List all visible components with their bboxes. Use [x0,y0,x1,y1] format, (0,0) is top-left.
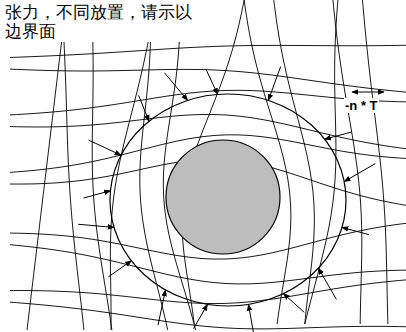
traction-arrow [193,304,207,328]
traction-arrow [158,290,165,325]
traction-arrow [344,164,375,182]
field-line [92,42,112,330]
traction-arrow [88,140,121,155]
traction-arrows [78,67,375,332]
field-line [274,0,315,324]
vector-label: -n * T [344,99,379,113]
traction-arrow [164,73,187,101]
note-text: 张力，不同放置，请示以 [4,3,193,22]
field-line [10,45,406,57]
field-line [27,42,62,330]
traction-arrow [139,95,149,121]
traction-arrow [108,261,131,277]
field-line [333,0,362,324]
field-line [110,42,148,330]
traction-arrow [78,224,114,227]
field-lines [10,0,406,330]
traction-arrow [206,69,218,94]
label-text: 张力，不同放置，请示以 [4,2,193,22]
field-line [10,90,406,115]
field-line [64,42,84,330]
boundary-surface [110,94,346,306]
field-line [10,302,406,329]
body-circle [166,140,280,254]
traction-arrow [248,304,254,332]
field-line [305,0,338,324]
traction-arrow [268,67,280,101]
traction-arrow [318,268,336,299]
traction-arrow [283,294,304,313]
double-arrow [352,92,384,93]
field-line [362,0,387,324]
label-text: 边界面 [4,21,57,41]
traction-arrow [83,191,110,198]
note-text: 边界面 [4,22,57,41]
field-line [10,280,406,304]
traction-arrow [325,132,352,139]
traction-arrow [342,227,369,234]
label-text: -n * T [344,98,379,113]
